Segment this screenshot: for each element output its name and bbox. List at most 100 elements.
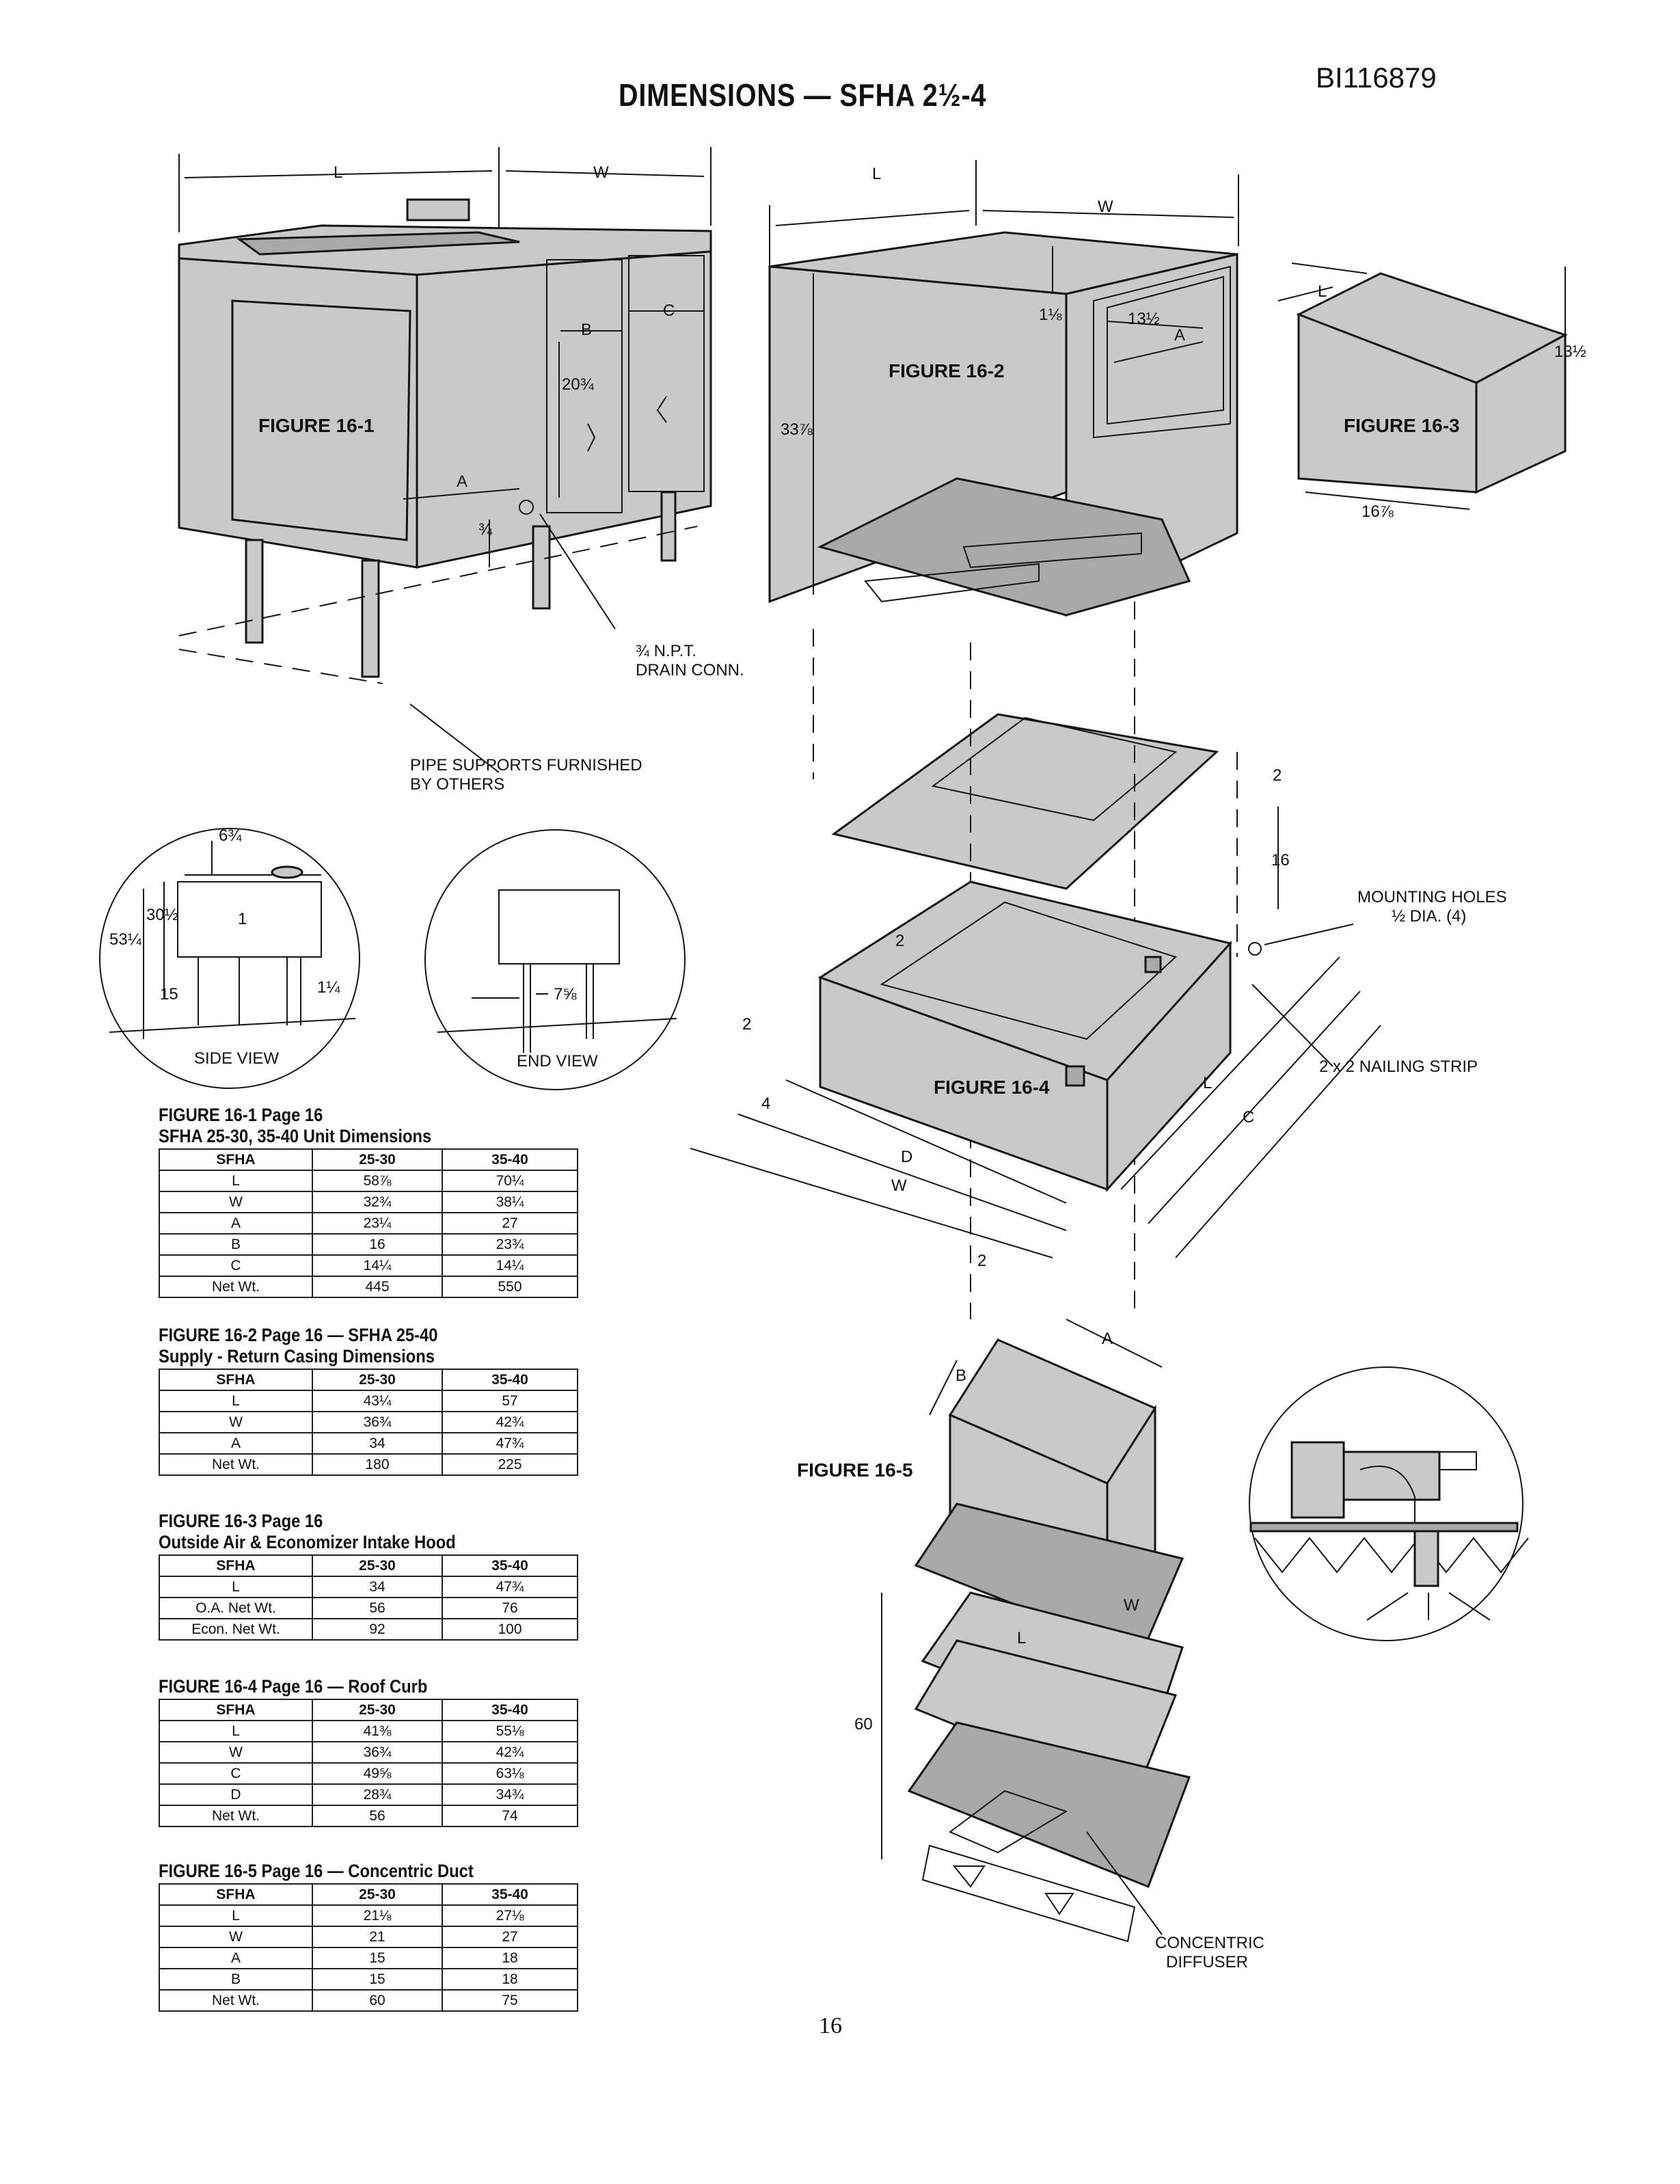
col-header-35-40: 35-40 (442, 1369, 578, 1391)
document-id: BI116879 (1316, 62, 1437, 94)
row-label: Net Wt. (159, 1805, 313, 1827)
value-35-40: 18 (442, 1968, 578, 1991)
value-25-30: 36¾ (312, 1741, 443, 1764)
row-label: C (159, 1254, 313, 1277)
value-35-40: 55⅛ (442, 1720, 578, 1742)
row-label: B (159, 1233, 313, 1256)
row-label: O.A. Net Wt. (159, 1597, 313, 1619)
figure-16-5-label: FIGURE 16-5 (797, 1459, 913, 1481)
col-header-25-30: 25-30 (312, 1148, 443, 1171)
side-view-5314-dim: 53¼ (109, 930, 142, 949)
col-header-35-40: 35-40 (442, 1699, 578, 1721)
row-label: A (159, 1947, 313, 1969)
value-25-30: 32¾ (312, 1191, 443, 1213)
value-25-30: 34 (312, 1432, 443, 1455)
col-header-35-40: 35-40 (442, 1883, 578, 1906)
value-35-40: 76 (442, 1597, 578, 1619)
figure-16-4-roof-curb-drawing: 2 16 2 2 4 D W L C 2 FIGURE 16-4 MOUNTIN… (690, 602, 1507, 1319)
drain-conn-line2: DRAIN CONN. (636, 661, 744, 679)
value-35-40: 70¼ (442, 1170, 578, 1192)
value-35-40: 74 (442, 1805, 578, 1827)
row-label: B (159, 1968, 313, 1991)
fig3-1678-dim: 16⅞ (1361, 502, 1394, 521)
row-label: L (159, 1170, 313, 1192)
fig4-length-label: L (1203, 1074, 1212, 1092)
row-label: A (159, 1212, 313, 1235)
fig5-60-dim: 60 (854, 1715, 873, 1734)
table-figure-16-2: FIGURE 16-2 Page 16 — SFHA 25-40 Supply … (159, 1325, 578, 1476)
col-header-model: SFHA (159, 1883, 313, 1906)
value-25-30: 16 (312, 1233, 443, 1256)
fig1-c-label: C (663, 301, 675, 320)
value-25-30: 14¼ (312, 1254, 443, 1277)
row-label: W (159, 1741, 313, 1764)
fig4-2-left-dim: 2 (742, 1015, 751, 1034)
row-label: D (159, 1783, 313, 1806)
fig5-a-label: A (1102, 1330, 1113, 1348)
fig1-length-label: L (334, 163, 342, 182)
figure-16-2-casing-drawing: L W 1⅛ 13½ A 33⅞ FIGURE 16-2 (768, 160, 1368, 617)
figure-16-2-label: FIGURE 16-2 (889, 360, 1005, 381)
end-view-detail: 7⅝ END VIEW (424, 829, 686, 1090)
value-25-30: 34 (312, 1576, 443, 1598)
end-view-label: END VIEW (517, 1052, 598, 1070)
value-25-30: 180 (312, 1453, 443, 1476)
value-35-40: 14¼ (442, 1254, 578, 1277)
col-header-25-30: 25-30 (312, 1883, 443, 1906)
value-35-40: 27 (442, 1212, 578, 1235)
side-view-15-dim: 15 (160, 985, 178, 1003)
diffuser-line1: CONCENTRIC (1155, 1934, 1264, 1952)
side-view-3012-dim: 30½ (146, 906, 178, 924)
value-35-40: 47¾ (442, 1432, 578, 1455)
value-25-30: 28¾ (312, 1783, 443, 1806)
row-label: C (159, 1762, 313, 1785)
row-label: Econ. Net Wt. (159, 1618, 313, 1641)
fig5-b-label: B (956, 1366, 966, 1385)
end-view-758-dim: 7⅝ (554, 985, 577, 1003)
value-25-30: 43¼ (312, 1390, 443, 1412)
fig4-c-label: C (1243, 1108, 1254, 1127)
col-header-25-30: 25-30 (312, 1369, 443, 1391)
value-35-40: 27⅛ (442, 1904, 578, 1927)
fig2-length-label: L (872, 165, 881, 183)
table-caption-subtitle: Outside Air & Economizer Intake Hood (159, 1532, 456, 1552)
mounting-holes-line1: MOUNTING HOLES (1357, 888, 1507, 906)
fig3-length-label: L (1318, 282, 1327, 301)
value-35-40: 225 (442, 1453, 578, 1476)
fig4-16-dim: 16 (1271, 851, 1290, 869)
table-caption: FIGURE 16-3 Page 16 (159, 1511, 323, 1531)
value-25-30: 56 (312, 1805, 443, 1827)
side-view-634-dim: 6¾ (219, 826, 242, 845)
table-caption: FIGURE 16-5 Page 16 — Concentric Duct (159, 1861, 474, 1881)
value-25-30: 21 (312, 1926, 443, 1948)
row-label: W (159, 1411, 313, 1433)
value-35-40: 18 (442, 1947, 578, 1969)
row-label: W (159, 1926, 313, 1948)
value-25-30: 445 (312, 1276, 443, 1298)
row-label: L (159, 1390, 313, 1412)
table-figure-16-5: FIGURE 16-5 Page 16 — Concentric Duct SF… (159, 1861, 578, 2012)
side-view-detail: 6¾ 30½ 53¼ 1 15 1¼ SIDE VIEW (99, 826, 360, 1089)
figure-16-3-hood-drawing: L 13½ 16⅞ FIGURE 16-3 (1277, 267, 1586, 521)
side-view-label: SIDE VIEW (194, 1049, 279, 1068)
row-label: Net Wt. (159, 1989, 313, 2012)
drain-conn-line1: ¾ N.P.T. (636, 642, 696, 660)
value-35-40: 27 (442, 1926, 578, 1948)
